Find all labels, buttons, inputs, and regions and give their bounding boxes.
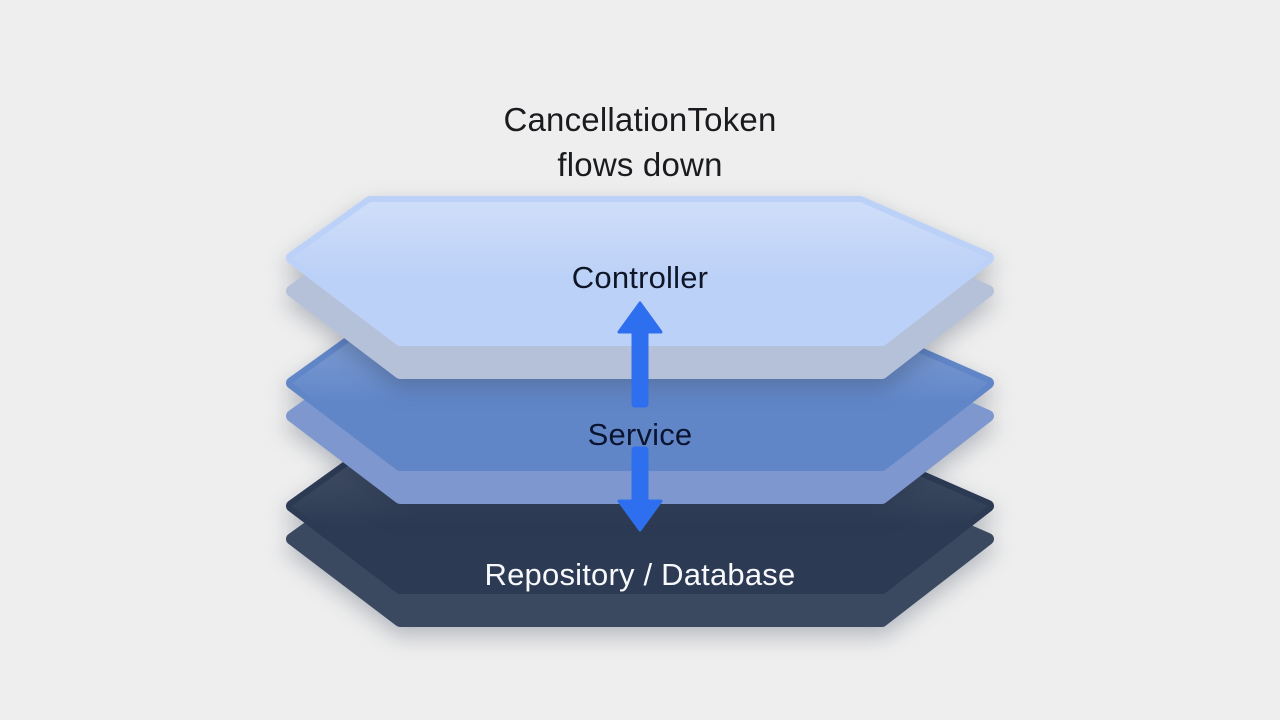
controller-label: Controller (571, 260, 709, 295)
cancellation-flow-arrow (617, 301, 663, 532)
diagram-title-line2: flows down (557, 146, 723, 183)
diagram-title: CancellationToken flows down (0, 97, 1280, 187)
arrow-shaft-upper (631, 328, 649, 408)
layer-controller (286, 196, 994, 379)
diagram-title-line1: CancellationToken (503, 101, 777, 138)
repository-label: Repository / Database (484, 557, 796, 592)
arrow-down-head-icon (617, 499, 663, 532)
service-label: Service (587, 417, 693, 452)
arrow-up-head-icon (617, 301, 663, 334)
controller-top-highlight (292, 202, 988, 340)
arrow-shaft-lower (631, 446, 649, 504)
